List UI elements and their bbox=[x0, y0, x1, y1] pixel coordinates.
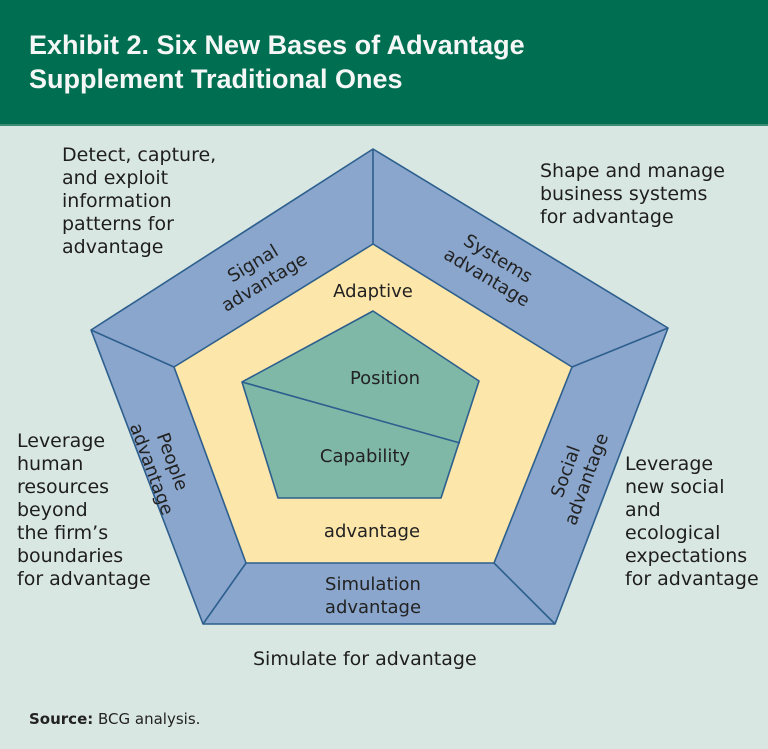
core-position-label: Position bbox=[350, 368, 420, 389]
social-description: Leverage new social and ecological expec… bbox=[625, 453, 759, 590]
core-capability-label: Capability bbox=[320, 446, 411, 467]
core-pentagon bbox=[241, 310, 480, 499]
source-note: Source: BCG analysis. bbox=[29, 710, 200, 728]
svg-text:Simulation: Simulation bbox=[325, 574, 421, 595]
source-label: Source: bbox=[29, 710, 94, 728]
title-line-1: Exhibit 2. Six New Bases of Advantage bbox=[29, 30, 525, 60]
title-line-2: Supplement Traditional Ones bbox=[29, 64, 403, 94]
core-divider bbox=[241, 381, 461, 444]
simulation-description: Simulate for advantage bbox=[253, 648, 477, 670]
systems-description: Shape and manage business systems for ad… bbox=[540, 160, 725, 228]
simulation-advantage-label: Simulation advantage bbox=[325, 574, 421, 618]
exhibit-title: Exhibit 2. Six New Bases of Advantage Su… bbox=[29, 28, 525, 96]
signal-description: Detect, capture, and exploit information… bbox=[62, 144, 217, 258]
people-description: Leverage human resources beyond the firm… bbox=[17, 430, 151, 590]
adaptive-label: Adaptive bbox=[333, 281, 413, 302]
svg-text:advantage: advantage bbox=[325, 597, 421, 618]
header-banner: Exhibit 2. Six New Bases of Advantage Su… bbox=[0, 0, 768, 126]
source-text: BCG analysis. bbox=[93, 710, 201, 728]
adaptive-advantage-label: advantage bbox=[324, 521, 420, 542]
